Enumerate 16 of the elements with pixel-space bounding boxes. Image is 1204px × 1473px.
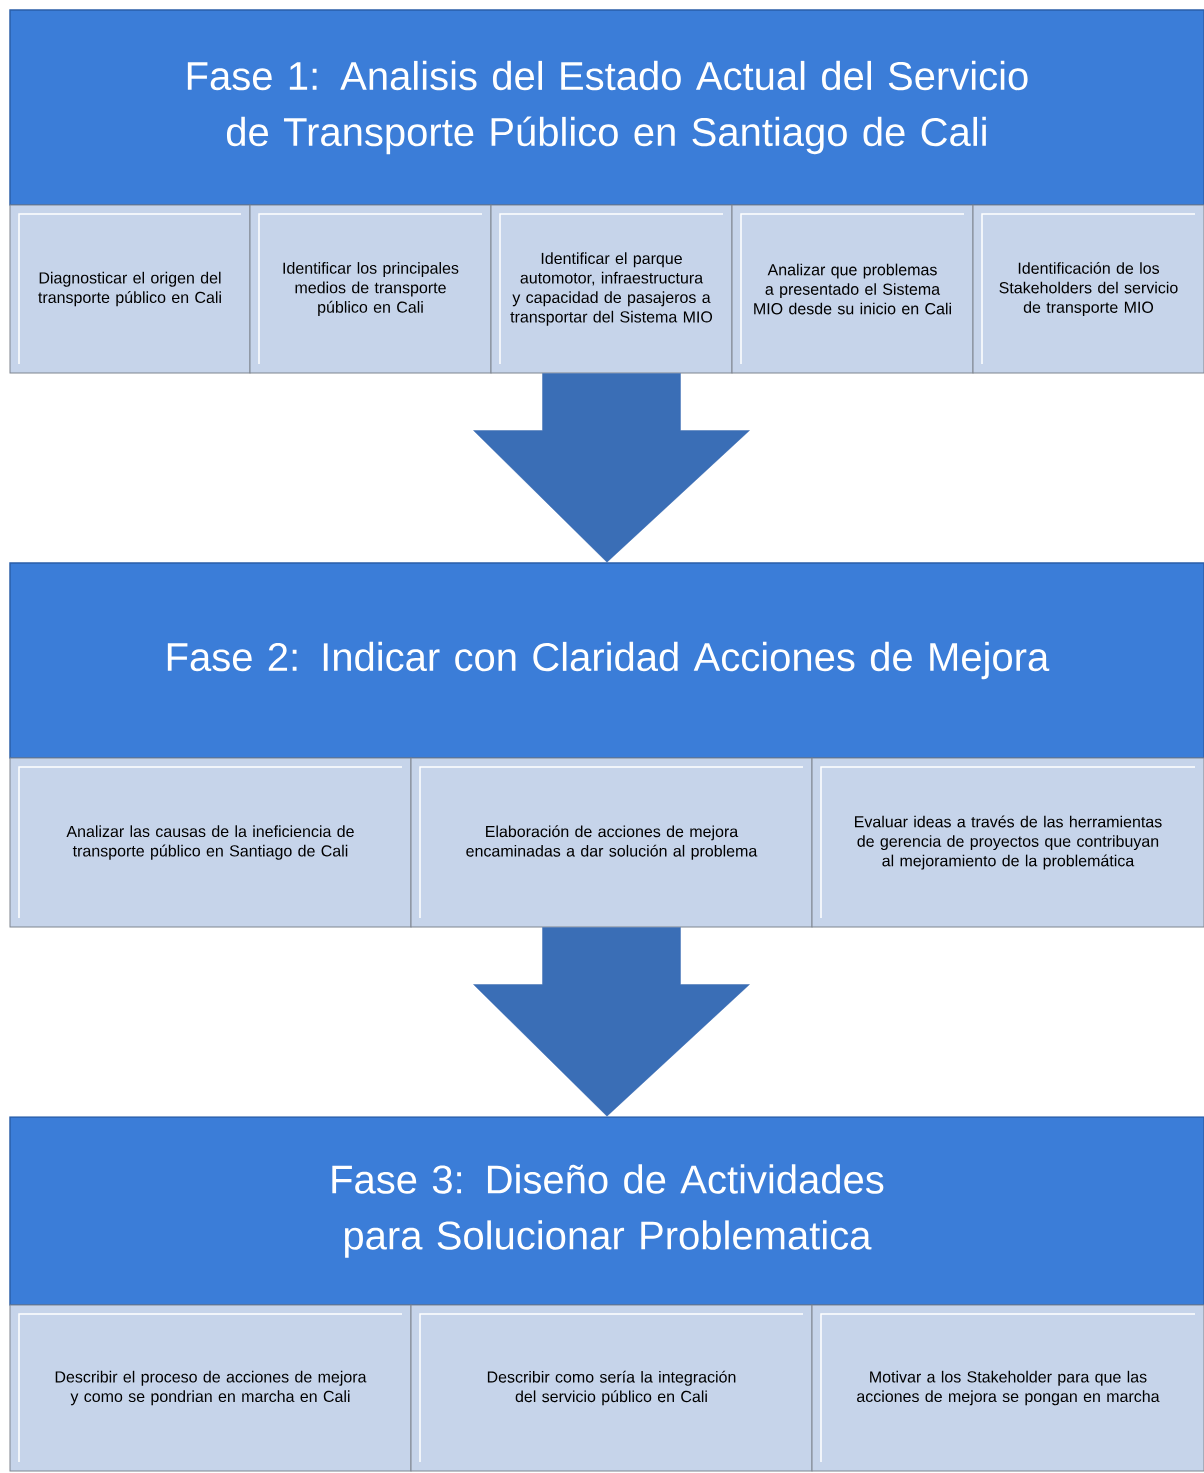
phase-header: Fase 3: Diseño de Actividades para Solucionar Problematica [9,1116,1204,1306]
phase-header: Fase 2: Indicar con Claridad Acciones de Mejora [9,562,1204,759]
task-box: Motivar a los Stakeholder para que las acciones de mejora se pongan en marcha [811,1304,1204,1472]
block-arrow [473,927,750,1117]
task-box: Describir el proceso de acciones de mejora y como se pondrian en marcha en Cali [9,1304,412,1472]
task-box: Diagnosticar el origen del transporte público en Cali [9,204,251,374]
block-arrow [473,373,750,563]
phase-header: Fase 1: Analisis del Estado Actual del Servicio de Transporte Público en Santiago de Cali [9,9,1204,206]
task-box: Describir como sería la integración del servicio público en Cali [410,1304,813,1472]
task-box: Analizar las causas de la ineficiencia de transporte público en Santiago de Cali [9,757,412,928]
task-box: Elaboración de acciones de mejora encaminadas a dar solución al problema [410,757,813,928]
task-box: Identificar el parque automotor, infraestructura y capacidad de pasajeros a transportar del Sistema MIO [490,204,733,374]
task-box: Identificación de los Stakeholders del servicio de transporte MIO [972,204,1204,374]
task-box: Analizar que problemas a presentado el Sistema MIO desde su inicio en Cali [731,204,974,374]
task-box: Identificar los principales medios de transporte público en Cali [249,204,492,374]
task-box: Evaluar ideas a través de las herramientas de gerencia de proyectos que contribuyan al mejoramiento de la problemática [811,757,1204,928]
